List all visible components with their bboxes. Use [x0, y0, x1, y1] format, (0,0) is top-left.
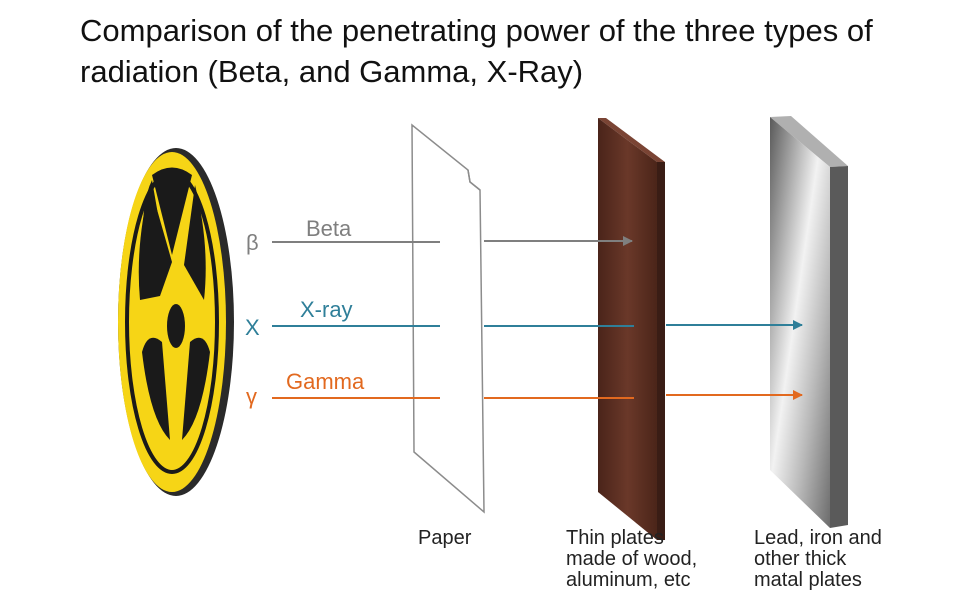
metal-label-line: matal plates	[754, 569, 862, 591]
beta-ray	[272, 236, 633, 246]
gamma-symbol: γ	[246, 384, 257, 409]
metal-plate	[770, 116, 848, 528]
diagram-title: Comparison of the penetrating power of t…	[80, 13, 873, 89]
xray-symbol: X	[245, 315, 260, 340]
paper-label: Paper	[418, 527, 472, 549]
xray-label: X-ray	[300, 297, 353, 322]
wood-label-line: aluminum, etc	[566, 569, 691, 591]
gamma-ray	[272, 390, 803, 400]
wood-label-line: made of wood,	[566, 548, 698, 570]
metal-label-line: Lead, iron and	[754, 527, 882, 549]
wood-label-line: Thin plates	[566, 527, 664, 549]
wood-plate-label: Thin plates made of wood, aluminum, etc	[566, 528, 697, 591]
paper-sheet	[411, 123, 485, 514]
wood-plate	[598, 118, 665, 540]
xray-ray	[272, 320, 803, 330]
gamma-label: Gamma	[286, 369, 365, 394]
radiation-trefoil-icon	[118, 148, 234, 496]
beta-symbol: β	[246, 230, 259, 255]
beta-label: Beta	[306, 216, 352, 241]
metal-plate-label: Lead, iron and other thick matal plates	[754, 528, 882, 591]
metal-label-line: other thick	[754, 548, 847, 570]
